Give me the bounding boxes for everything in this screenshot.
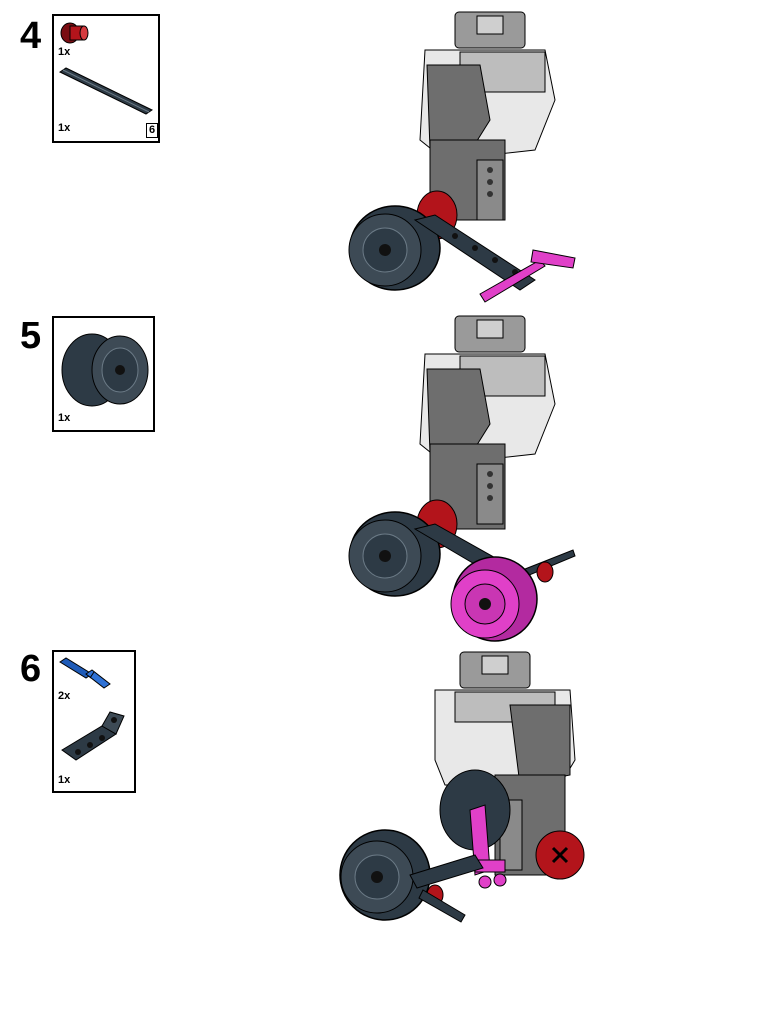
- red-bush-icon: [60, 22, 89, 44]
- part-qty: 2x: [58, 690, 71, 702]
- part-qty: 1x: [58, 412, 71, 424]
- step-number: 6: [20, 648, 42, 690]
- blue-axle-pin-icon: [59, 657, 111, 689]
- part-qty: 1x: [58, 774, 71, 786]
- axle-length-badge: 6: [146, 123, 159, 138]
- axle-6-icon: [58, 67, 154, 115]
- step-6: 6 2x 1x: [0, 640, 768, 1024]
- part-qty: 1x: [58, 46, 71, 58]
- wheel-hub-icon: [61, 333, 149, 407]
- model-step-6: [339, 651, 585, 923]
- part-qty: 1x: [58, 122, 71, 134]
- step-4: 4 1x 1x 6: [0, 0, 768, 310]
- model-step-4: [348, 11, 576, 303]
- angled-beam-icon: [61, 711, 125, 761]
- step-number: 5: [20, 315, 42, 357]
- parts-list-box: 1x 1x 6: [52, 14, 160, 143]
- parts-list-box: 2x 1x: [52, 650, 136, 793]
- model-step-5: [348, 315, 576, 642]
- step-5: 5 1x: [0, 310, 768, 642]
- step-number: 4: [20, 15, 42, 57]
- parts-list-box: 1x: [52, 316, 155, 432]
